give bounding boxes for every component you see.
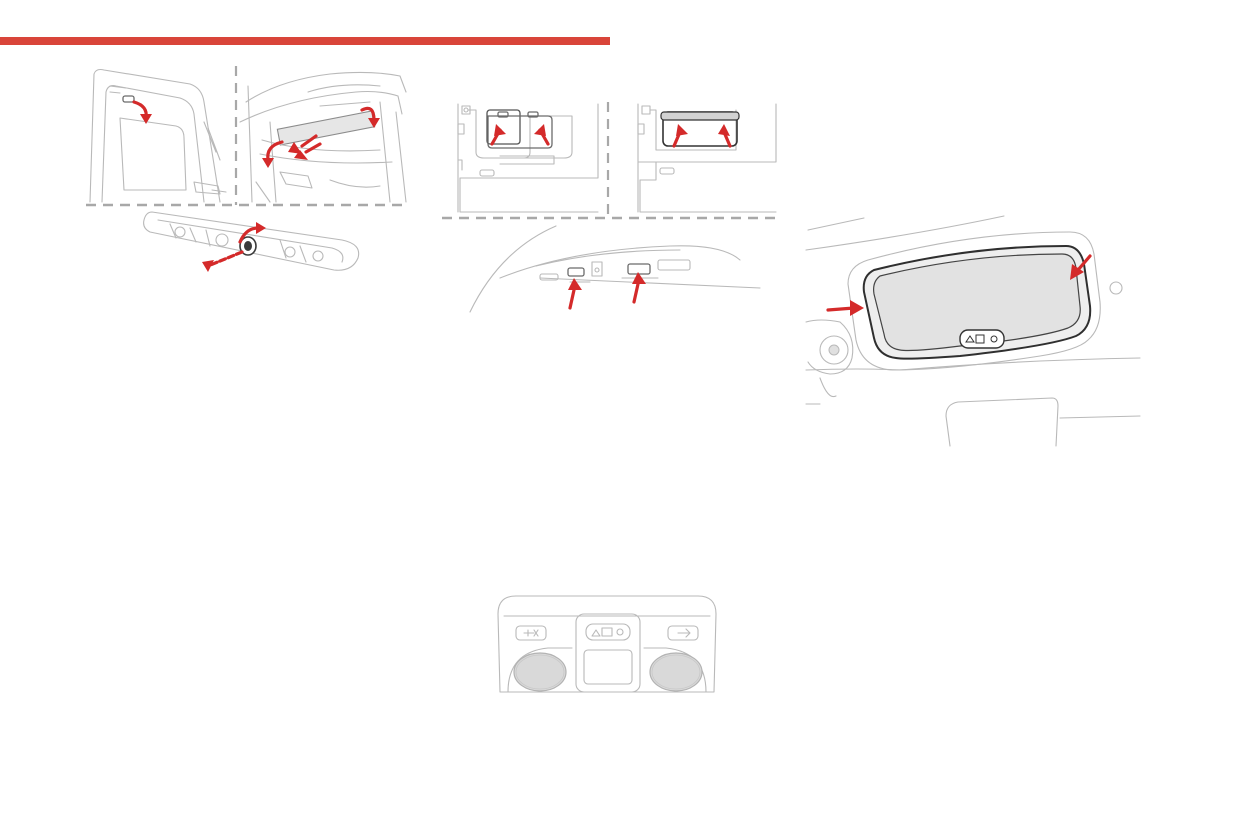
section-accent-bar [0,37,610,45]
ceiling-view-drawing [469,225,761,313]
lamp-unit-drawing [143,211,360,271]
clip-arrow-icons [826,254,1092,316]
push-arrow-icons [490,124,732,310]
arrowheads [140,114,380,272]
tailgate-lamp-removal-illustration [86,66,407,272]
lamp-housing [847,231,1101,371]
tailgate-interior-drawing [239,71,407,203]
front-roof-lamp-removal-illustration [442,102,778,313]
console-body [497,595,717,693]
lamp-lens-icons [513,652,703,692]
rear-roof-lamp-illustration [805,215,1141,447]
roof-lamp-console-illustration [497,595,717,693]
tailgate-door-drawing [89,68,227,203]
lamp-closeup-left [457,103,599,213]
roof-panel-drawing [805,215,1141,447]
lamp-closeup-right [637,103,777,213]
